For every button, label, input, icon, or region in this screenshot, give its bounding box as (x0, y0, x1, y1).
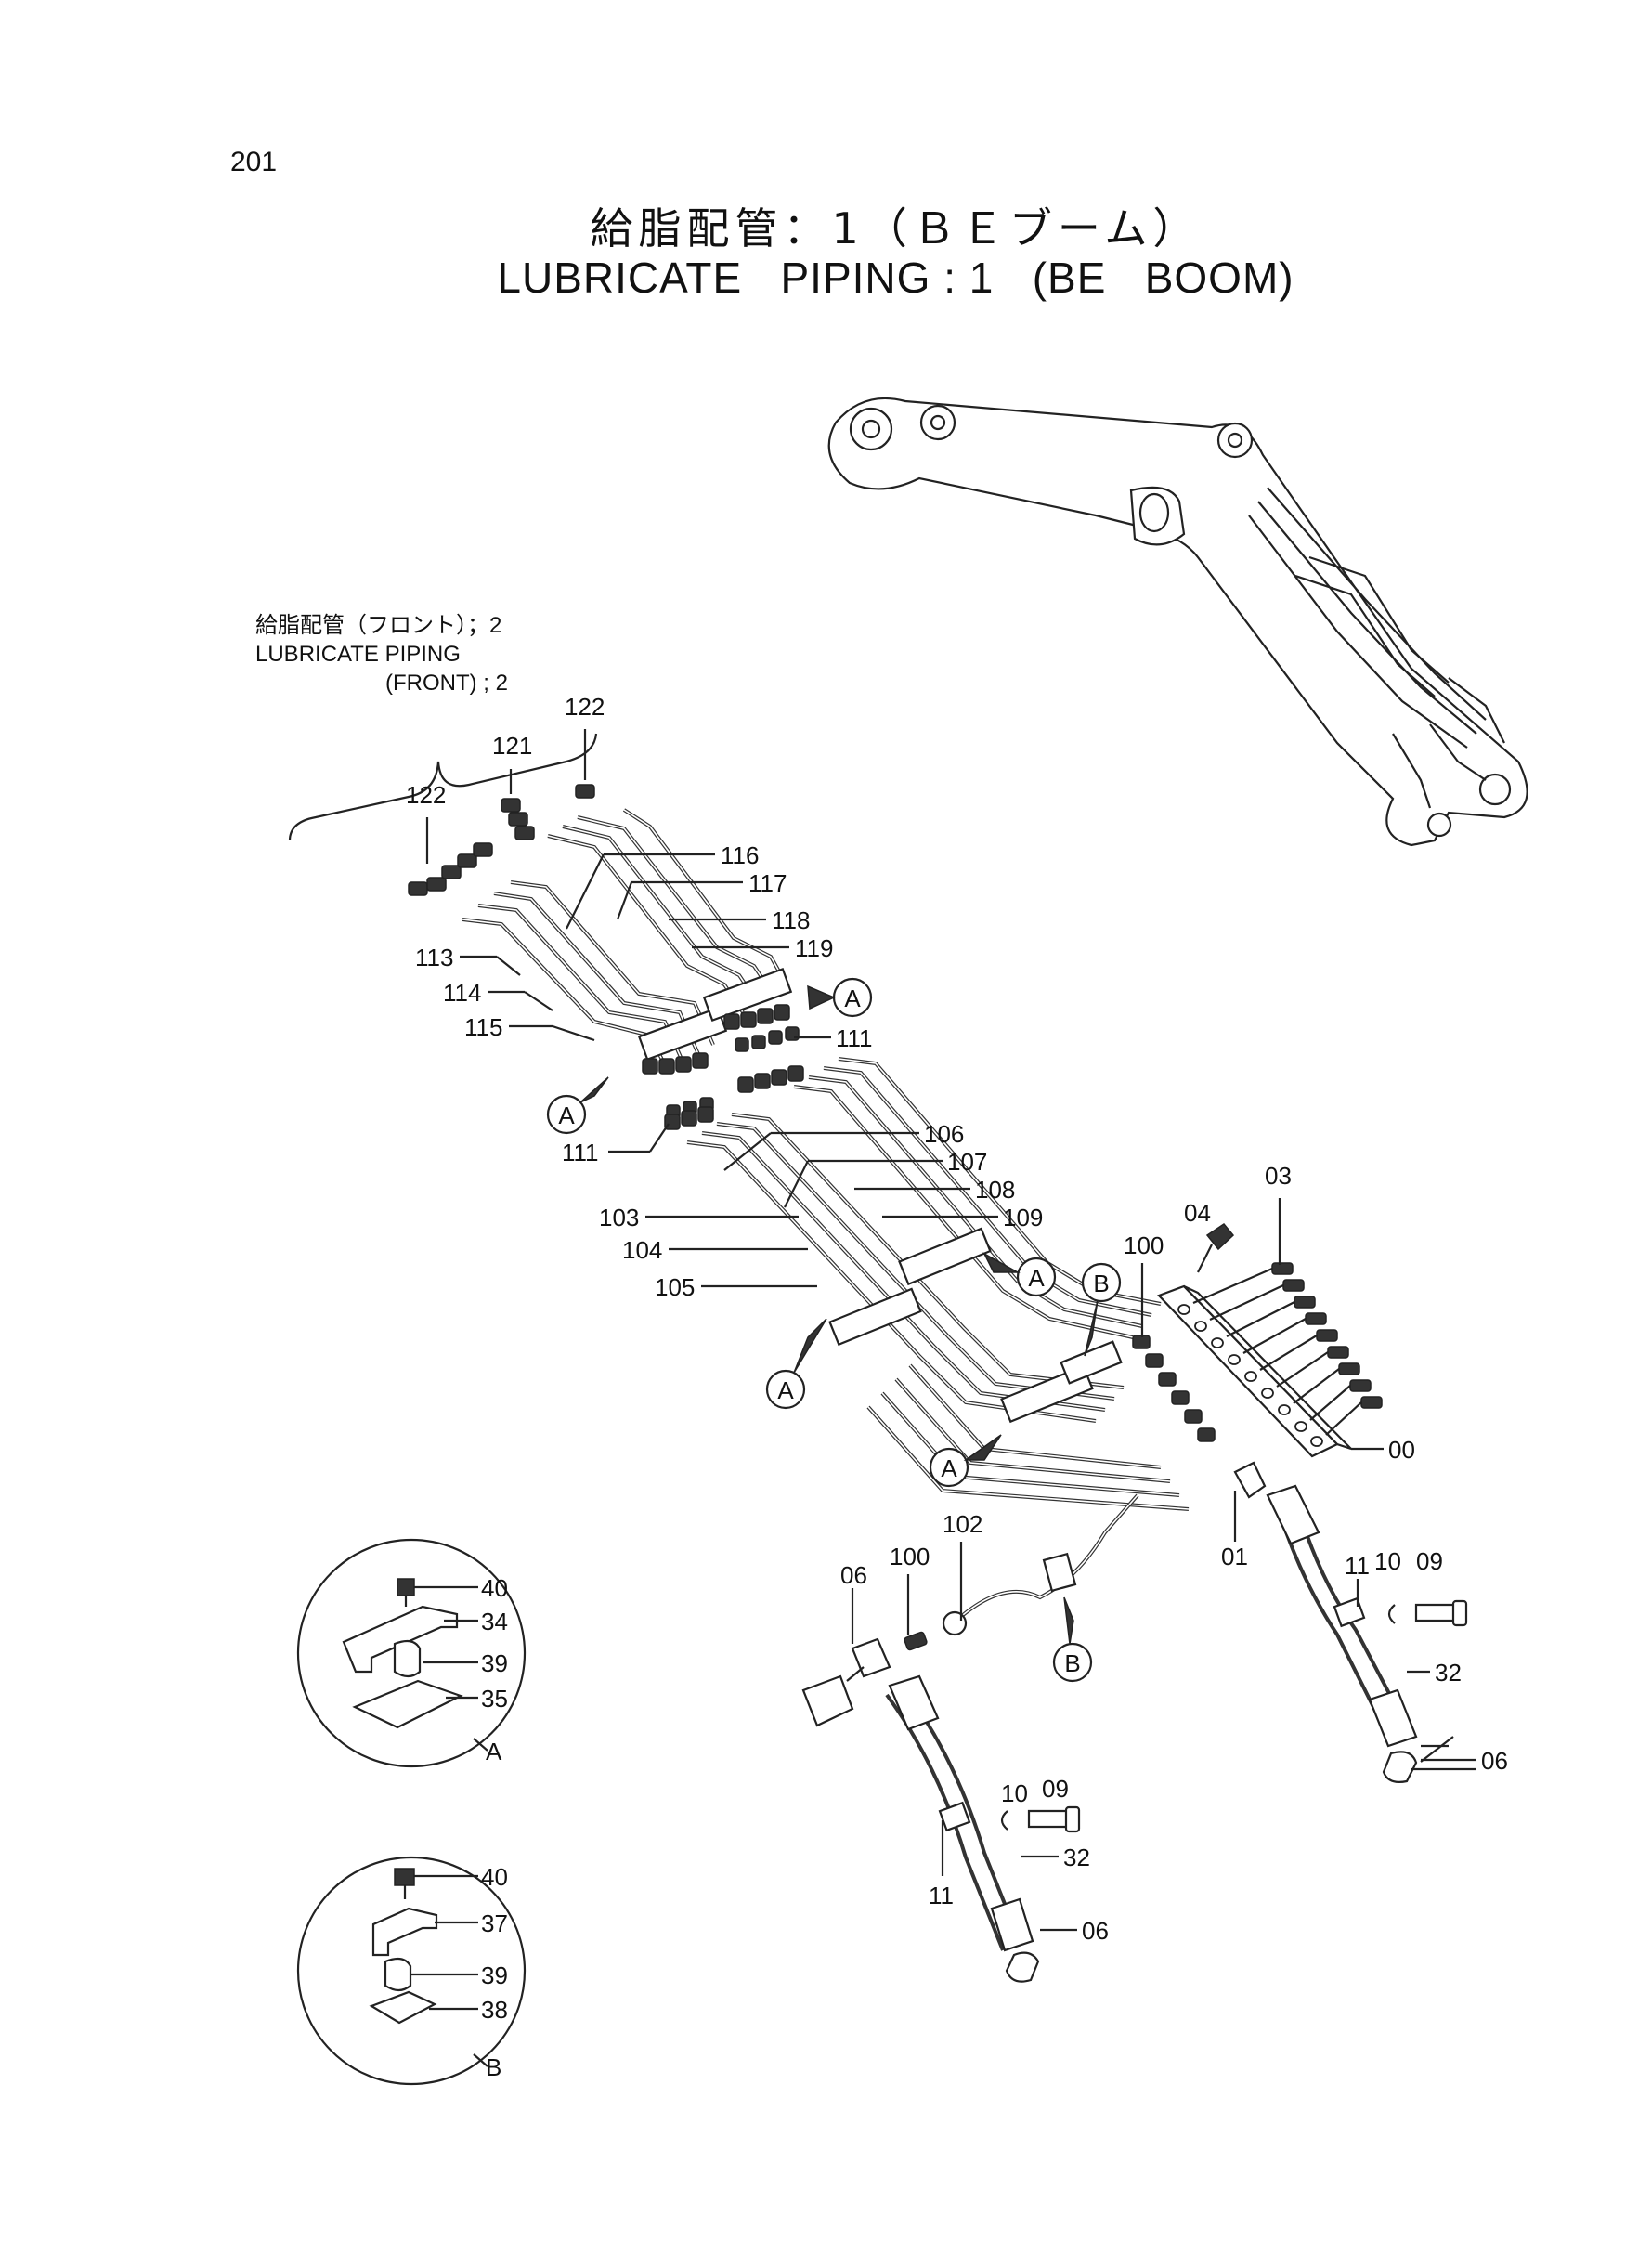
label-116: 116 (721, 841, 759, 869)
callout-a-2: A (558, 1101, 575, 1129)
detail-a-part-35: 35 (481, 1685, 508, 1713)
callout-markers: A A A A A B B (546, 977, 1122, 1683)
label-32-left: 32 (1063, 1844, 1090, 1871)
label-109: 109 (1003, 1204, 1043, 1231)
label-118: 118 (772, 906, 810, 934)
label-122-top: 122 (565, 693, 605, 721)
detail-b: 40 37 39 38 B (296, 1856, 527, 2086)
label-111-right: 111 (836, 1024, 873, 1052)
label-01: 01 (1221, 1543, 1248, 1570)
front-note-english: LUBRICATE PIPING (255, 642, 461, 667)
label-119: 119 (795, 934, 833, 962)
label-04: 04 (1184, 1199, 1211, 1227)
callout-a-5: A (941, 1454, 957, 1482)
front-note-brace (288, 733, 598, 841)
detail-b-part-39: 39 (481, 1961, 508, 1989)
label-106: 106 (924, 1120, 964, 1148)
callout-a-1: A (844, 984, 861, 1012)
label-00: 00 (1388, 1436, 1415, 1464)
label-11-right: 11 (1345, 1552, 1370, 1580)
label-10-right: 10 (1374, 1547, 1401, 1575)
front-note-japanese: 給脂配管（フロント）；2 (255, 613, 502, 638)
label-11-left: 11 (929, 1882, 954, 1909)
label-108: 108 (975, 1176, 1015, 1204)
callout-b-2: B (1064, 1649, 1080, 1677)
detail-a: 40 34 39 35 A (296, 1538, 527, 1768)
label-107: 107 (947, 1148, 987, 1176)
label-09-left: 09 (1042, 1775, 1069, 1803)
label-03: 03 (1265, 1162, 1292, 1190)
front-note-english-2: (FRONT) ; 2 (385, 671, 508, 696)
upper-pipe-bundle (408, 784, 800, 1119)
detail-b-label: B (486, 2053, 501, 2081)
detail-b-part-38: 38 (481, 1996, 508, 2024)
callout-a-3: A (1028, 1264, 1045, 1292)
part-labels: 122 121 122 116 117 118 119 113 114 115 … (406, 693, 1508, 1945)
boom-illustration (827, 397, 1528, 847)
title-english: LUBRICATE PIPING : 1 (BE BOOM) (497, 254, 1294, 302)
detail-b-part-37: 37 (481, 1909, 508, 1937)
manifold-block (1132, 1223, 1383, 1499)
label-121: 121 (492, 732, 532, 760)
label-103: 103 (599, 1204, 639, 1231)
leader-lines (425, 729, 1476, 1932)
detail-a-part-34: 34 (481, 1608, 508, 1635)
callout-b-1: B (1093, 1270, 1109, 1297)
detail-a-label: A (486, 1738, 502, 1765)
title-japanese: 給脂配管：1（ＢＥブーム） (590, 203, 1202, 254)
detail-a-part-39: 39 (481, 1649, 508, 1677)
label-104: 104 (622, 1236, 662, 1264)
front-piping-note: 給脂配管（フロント）；2 LUBRICATE PIPING (FRONT) ; … (255, 611, 508, 697)
label-06-bottom: 06 (1082, 1917, 1109, 1945)
label-100-bottom: 100 (890, 1543, 930, 1570)
page-number: 201 (230, 147, 278, 177)
label-32-right: 32 (1435, 1659, 1462, 1687)
label-115: 115 (464, 1013, 502, 1041)
label-10-left: 10 (1001, 1779, 1028, 1807)
lower-hoses (801, 1484, 1468, 1983)
label-105: 105 (655, 1273, 695, 1301)
label-06-right: 06 (1481, 1747, 1508, 1775)
label-114: 114 (443, 979, 481, 1007)
label-102: 102 (943, 1510, 982, 1538)
callout-a-4: A (777, 1376, 794, 1404)
label-122-left: 122 (406, 781, 446, 809)
label-117: 117 (748, 869, 787, 897)
label-111-left: 111 (562, 1139, 599, 1166)
label-113: 113 (415, 944, 453, 971)
detail-a-part-40: 40 (481, 1574, 508, 1602)
label-100-top: 100 (1124, 1231, 1164, 1259)
detail-b-part-40: 40 (481, 1863, 508, 1891)
label-06-left: 06 (840, 1561, 867, 1589)
label-09-right: 09 (1416, 1547, 1443, 1575)
